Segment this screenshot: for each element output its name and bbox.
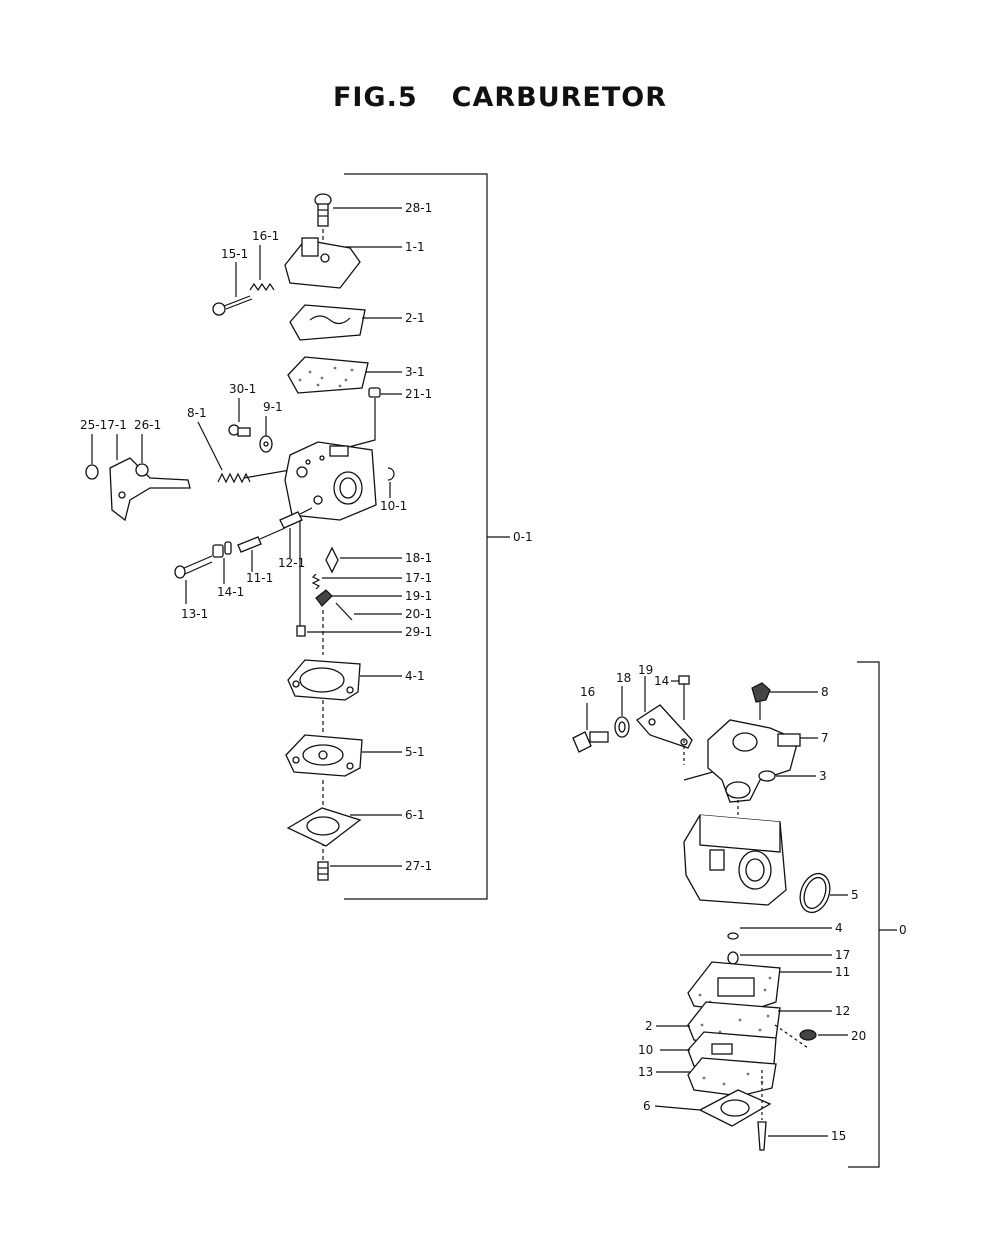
o-ring-3 xyxy=(758,770,776,782)
part-label-15: 15 xyxy=(831,1129,846,1143)
part-label-14: 14 xyxy=(654,674,669,688)
part-label-12-1: 12-1 xyxy=(278,556,305,570)
carburetor-body xyxy=(284,441,377,521)
figure-number: FIG.5 xyxy=(332,82,418,113)
needle-12-1 xyxy=(279,507,313,529)
pump-cover-1-1 xyxy=(284,237,361,289)
metering-lever-19-1 xyxy=(315,589,333,607)
part-label-26-1: 26-1 xyxy=(134,418,161,432)
assembly-upper: 0-1 28-1 1-1 16-1 xyxy=(80,173,533,900)
part-label-29-1: 29-1 xyxy=(405,625,432,639)
part-label-4: 4 xyxy=(835,921,843,935)
part-label-17: 17 xyxy=(835,948,850,962)
gasket-4-1 xyxy=(287,659,361,701)
metering-cover-5-1 xyxy=(285,734,363,777)
carburetor-housing xyxy=(683,814,787,906)
spring-17-1 xyxy=(311,573,321,590)
washer-9-1 xyxy=(259,435,273,453)
part-label-5-1: 5-1 xyxy=(405,745,425,759)
screw-29-1 xyxy=(296,625,306,637)
spring-8-1 xyxy=(217,472,251,484)
part-label-18-1: 18-1 xyxy=(405,551,432,565)
screw-15-1 xyxy=(212,295,253,316)
needle-11-1 xyxy=(237,527,286,553)
clip-10-1 xyxy=(387,467,395,481)
screw-30-1 xyxy=(228,424,251,437)
part-label-28-1: 28-1 xyxy=(405,201,432,215)
cover-plate-6 xyxy=(698,1089,772,1127)
part-label-12: 12 xyxy=(835,1004,850,1018)
gasket-ring-5 xyxy=(799,872,831,914)
spring-14-1 xyxy=(212,541,232,558)
part-label-19-1: 19-1 xyxy=(405,589,432,603)
pump-body-7 xyxy=(707,719,801,803)
part-label-20: 20 xyxy=(851,1029,866,1043)
diaphragm-3-1 xyxy=(287,356,369,394)
part-label-3: 3 xyxy=(819,769,827,783)
part-label-7: 7 xyxy=(821,731,829,745)
part-label-30-1: 30-1 xyxy=(229,382,256,396)
screen-20 xyxy=(799,1029,817,1041)
lever-25-17-1 xyxy=(85,457,191,522)
part-label-27-1: 27-1 xyxy=(405,859,432,873)
gasket-6-1 xyxy=(286,807,362,847)
part-label-8-1: 8-1 xyxy=(187,406,207,420)
plate-11 xyxy=(687,961,781,1013)
figure-name: CARBURETOR xyxy=(451,82,668,113)
part-label-5: 5 xyxy=(851,888,859,902)
part-label-19: 19 xyxy=(638,663,653,677)
screw-28-1 xyxy=(314,193,332,227)
part-label-16: 16 xyxy=(580,685,595,699)
part-label-13: 13 xyxy=(638,1065,653,1079)
part-label-11-1: 11-1 xyxy=(246,571,273,585)
part-label-6-1: 6-1 xyxy=(405,808,425,822)
part-label-11: 11 xyxy=(835,965,850,979)
spring-16-1 xyxy=(249,282,275,292)
part-label-18: 18 xyxy=(616,671,631,685)
screw-8 xyxy=(751,682,771,720)
part-label-9-1: 9-1 xyxy=(263,400,283,414)
part-label-2-1: 2-1 xyxy=(405,311,425,325)
part-label-2: 2 xyxy=(645,1019,653,1033)
screw-27-1 xyxy=(317,861,329,881)
assembly-lower-bracket xyxy=(848,661,880,1168)
part-label-21-1: 21-1 xyxy=(405,387,432,401)
assembly-upper-bracket xyxy=(344,173,488,900)
assembly-upper-label: 0-1 xyxy=(513,530,533,544)
screw-14 xyxy=(678,675,690,720)
part-label-1-1: 1-1 xyxy=(405,240,425,254)
bracket-19 xyxy=(636,704,693,749)
assembly-lower: 0 16 18 19 14 xyxy=(572,661,907,1168)
part-label-17-1: 17-1 xyxy=(405,571,432,585)
inlet-needle-18-1 xyxy=(325,546,339,574)
screw-13-1 xyxy=(174,555,213,579)
plug-21-1 xyxy=(368,387,381,398)
part-label-3-1: 3-1 xyxy=(405,365,425,379)
part-label-14-1: 14-1 xyxy=(217,585,244,599)
diaphragm-13 xyxy=(687,1057,777,1097)
pin-20-1 xyxy=(335,602,353,621)
part-label-4-1: 4-1 xyxy=(405,669,425,683)
gasket-2-1 xyxy=(289,304,366,341)
check-valve-17 xyxy=(727,951,739,965)
o-ring-4 xyxy=(727,932,739,940)
part-label-25-17-1: 25-17-1 xyxy=(80,418,127,432)
part-label-6: 6 xyxy=(643,1099,651,1113)
assembly-lower-label: 0 xyxy=(899,923,907,937)
screw-15 xyxy=(757,1121,767,1151)
part-label-10-1: 10-1 xyxy=(380,499,407,513)
fitting-16 xyxy=(572,731,609,753)
part-label-10: 10 xyxy=(638,1043,653,1057)
part-label-20-1: 20-1 xyxy=(405,607,432,621)
part-label-16-1: 16-1 xyxy=(252,229,279,243)
part-label-15-1: 15-1 xyxy=(221,247,248,261)
washer-18 xyxy=(614,716,630,738)
figure-title: FIG.5 CARBURETOR xyxy=(0,82,1000,113)
part-label-8: 8 xyxy=(821,685,829,699)
part-label-13-1: 13-1 xyxy=(181,607,208,621)
